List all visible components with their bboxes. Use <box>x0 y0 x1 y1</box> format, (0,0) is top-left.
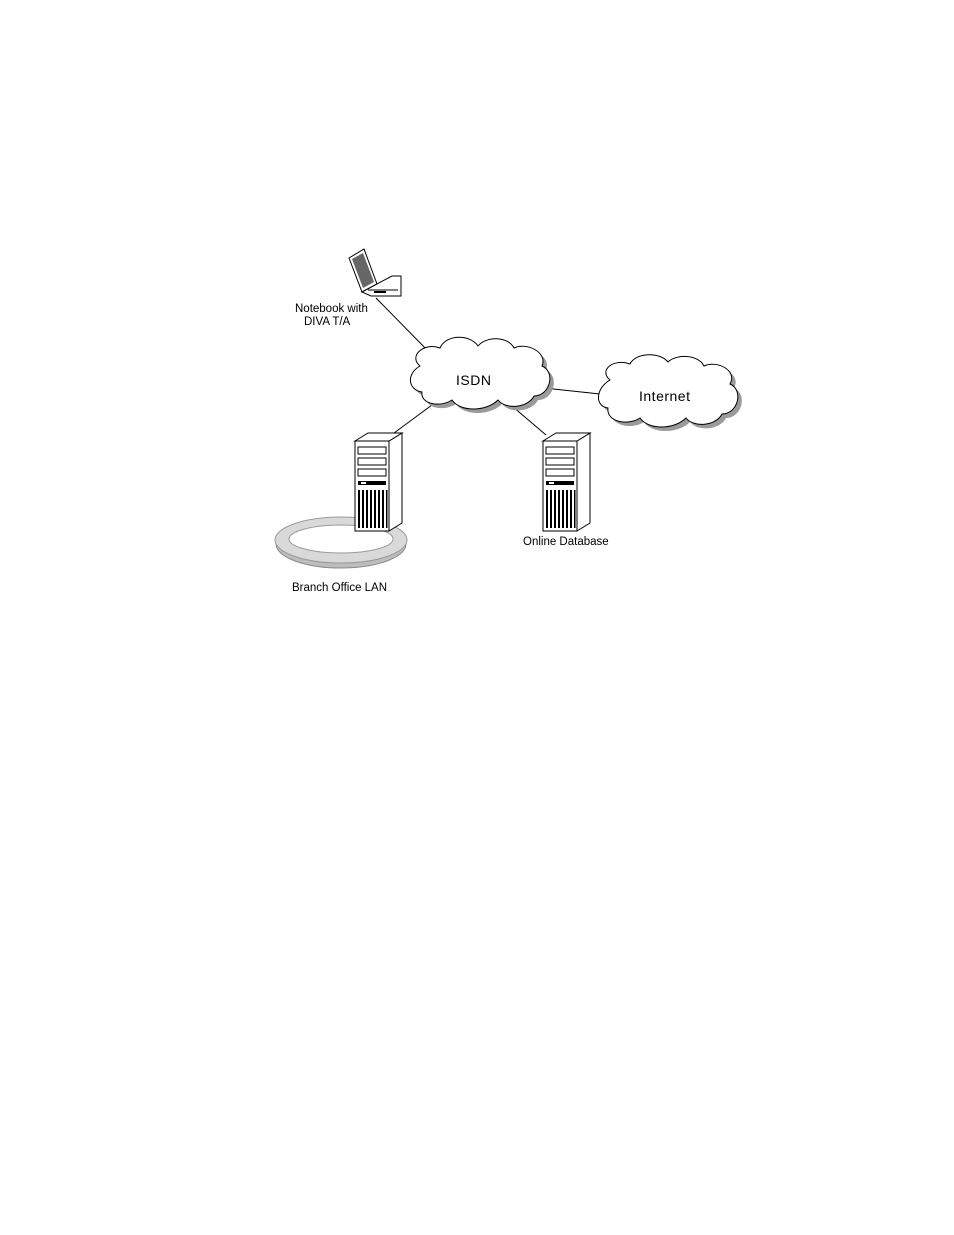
branch-lan-label: Branch Office LAN <box>292 582 387 594</box>
connection-lines <box>375 297 601 437</box>
laptop-icon <box>348 248 402 297</box>
link-isdn-internet <box>543 387 601 395</box>
notebook-label-line2: DIVA T/A <box>304 316 351 328</box>
link-notebook-isdn <box>375 297 433 356</box>
link-isdn-online-db <box>511 405 547 436</box>
isdn-cloud-icon <box>410 336 554 413</box>
link-isdn-branch-server <box>389 401 437 437</box>
online-database-server-icon <box>542 432 591 532</box>
internet-label: Internet <box>639 388 690 404</box>
branch-server-icon <box>354 432 403 532</box>
online-database-label: Online Database <box>523 536 609 548</box>
isdn-label: ISDN <box>456 372 491 388</box>
internet-cloud-icon <box>598 354 742 431</box>
notebook-label-line1: Notebook with <box>295 303 368 315</box>
